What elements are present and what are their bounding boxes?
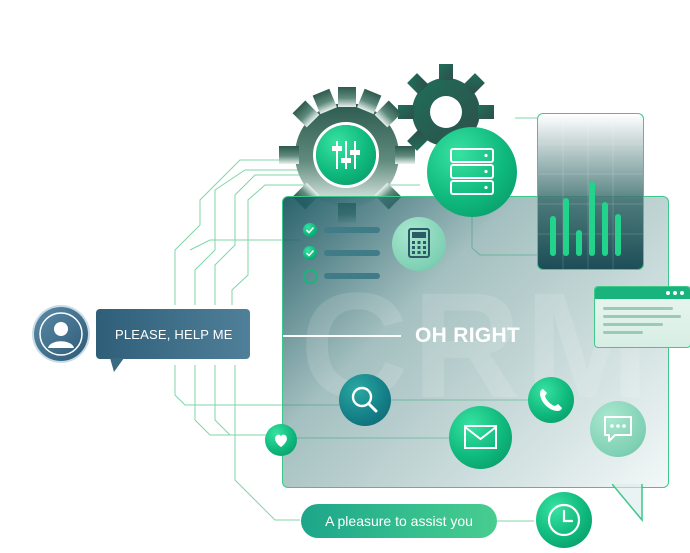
customer-message-text: PLEASE, HELP ME (115, 327, 233, 342)
heart-button[interactable] (265, 424, 297, 456)
user-avatar-icon (39, 312, 83, 356)
chat-button[interactable] (590, 401, 646, 457)
check-icon (305, 226, 315, 234)
calculator-icon (408, 228, 430, 258)
user-avatar[interactable] (34, 307, 88, 361)
bar-chart-icon (538, 114, 643, 269)
search-button[interactable] (339, 374, 391, 426)
agent-reply-text: OH RIGHT (415, 324, 521, 347)
settings-sliders-icon (332, 141, 360, 169)
reply-connector (283, 335, 401, 337)
search-icon (351, 386, 378, 413)
browser-window-icon (595, 287, 690, 299)
phone-button[interactable] (528, 377, 574, 423)
closing-message-pill: A pleasure to assist you (301, 504, 497, 538)
checkbox-checked[interactable] (303, 223, 317, 237)
checkbox-unchecked[interactable] (303, 269, 318, 284)
heart-icon (275, 434, 287, 447)
chat-icon (604, 416, 632, 442)
closing-message-text: A pleasure to assist you (325, 513, 473, 529)
server-icon (450, 148, 494, 195)
clock-icon (547, 503, 581, 537)
checklist-line (324, 250, 380, 256)
bubble-tail (110, 358, 124, 372)
checklist-line (324, 273, 380, 279)
settings-sliders-button[interactable] (316, 125, 376, 185)
server-button[interactable] (427, 127, 517, 217)
checklist-line (324, 227, 380, 233)
check-icon (305, 249, 315, 257)
phone-icon (540, 389, 562, 411)
panel-tail (612, 484, 643, 523)
mail-icon (464, 425, 497, 449)
mail-button[interactable] (449, 406, 512, 469)
customer-message-bubble: PLEASE, HELP ME (96, 309, 250, 359)
clock-button[interactable] (536, 492, 592, 548)
browser-window-card (594, 286, 690, 348)
checkbox-checked[interactable] (303, 246, 317, 260)
calculator-button[interactable] (392, 217, 446, 271)
bar-chart-card (537, 113, 644, 270)
